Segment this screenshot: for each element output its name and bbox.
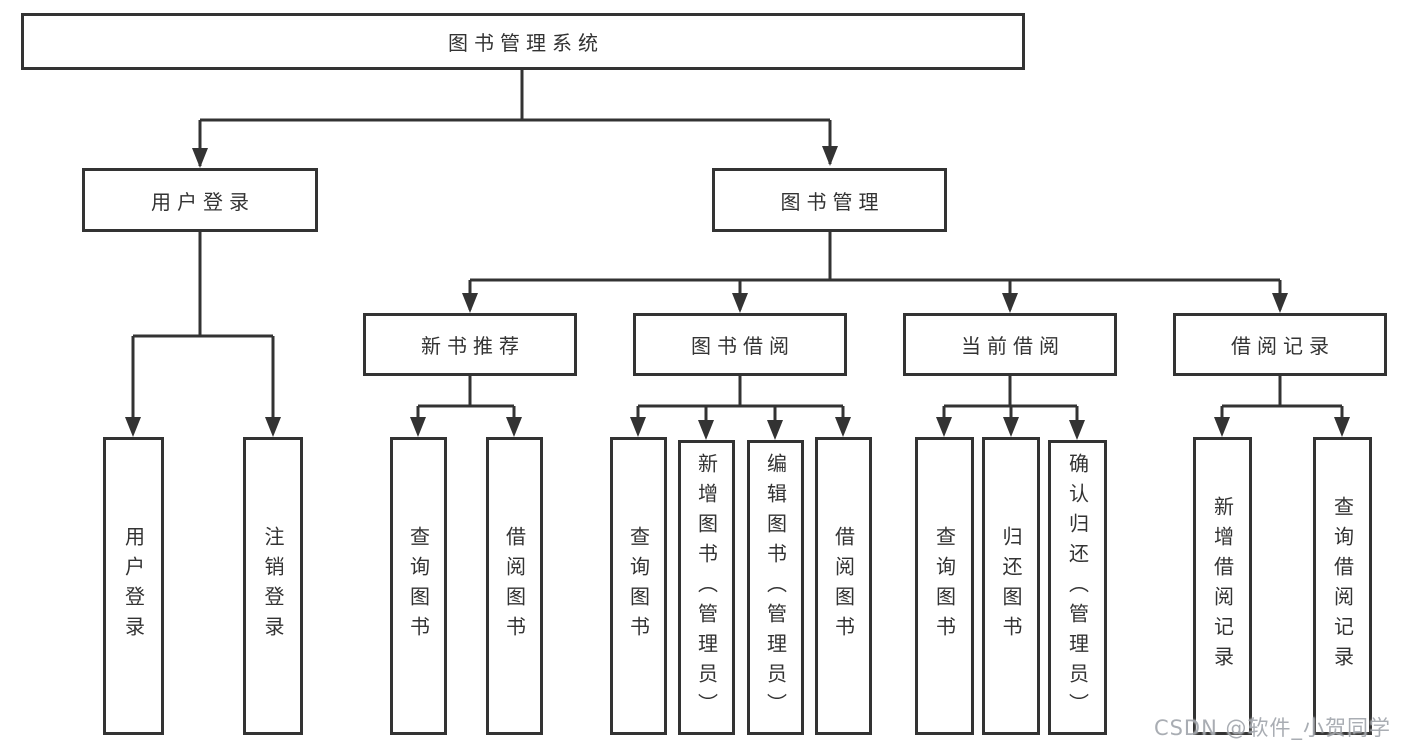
arrowhead-icon [698,420,714,440]
arrowhead-icon [767,420,783,440]
leaf-cb-query-books: 查询图书 [915,437,974,735]
arrowhead-icon [192,148,208,168]
node-label: 查询图书 [932,526,957,646]
leaf-bb-query-books: 查询图书 [610,437,667,735]
node-root: 图书管理系统 [21,13,1025,70]
connector-path [131,70,1344,433]
leaf-cb-return-books: 归还图书 [982,437,1040,735]
node-label: 确认归还（管理员） [1065,452,1090,723]
node-label: 查询图书 [406,526,431,646]
arrowhead-icon [1069,420,1085,440]
arrowhead-icon [1003,417,1019,437]
leaf-br-add-record: 新增借阅记录 [1193,437,1252,735]
node-label: 编辑图书（管理员） [763,452,788,723]
arrowhead-icon [822,146,838,166]
node-user-login-module: 用户登录 [82,168,318,232]
leaf-br-query-record: 查询借阅记录 [1313,437,1372,735]
node-new-book-recommend: 新书推荐 [363,313,577,376]
arrowhead-icon [835,417,851,437]
arrowhead-icon [936,417,952,437]
node-label: 图书借阅 [691,334,795,358]
node-borrowing-records: 借阅记录 [1173,313,1387,376]
node-label: 查询借阅记录 [1330,496,1355,676]
node-book-borrowing: 图书借阅 [633,313,847,376]
arrowhead-icon [462,293,478,313]
arrowhead-icon [506,417,522,437]
node-label: 归还图书 [999,526,1023,646]
node-label: 图书管理 [780,189,885,214]
node-label: 借阅图书 [502,526,527,646]
node-label: 当前借阅 [961,334,1065,358]
node-label: 借阅图书 [831,526,856,646]
node-label: 查询图书 [626,526,651,646]
node-label: 图书管理系统 [448,31,604,55]
arrowhead-icon [1272,293,1288,313]
leaf-bb-borrow-books: 借阅图书 [815,437,872,735]
arrowhead-icon [410,417,426,437]
node-label: 用户登录 [121,526,146,646]
node-label: 用户登录 [151,189,255,214]
leaf-nb-borrow-books: 借阅图书 [486,437,543,735]
arrowhead-icon [1002,293,1018,313]
leaf-bb-add-books: 新增图书（管理员） [678,440,735,735]
leaf-cb-confirm-return: 确认归还（管理员） [1048,440,1107,735]
arrowhead-icon [1214,417,1230,437]
arrowhead-icon [1334,417,1350,437]
arrowhead-icon [125,417,141,437]
arrowhead-icon [265,417,281,437]
node-label: 新书推荐 [421,334,525,358]
node-label: 新增借阅记录 [1210,496,1235,676]
leaf-nb-query-books: 查询图书 [390,437,447,735]
csdn-watermark: CSDN @软件_小贺同学 [1153,716,1391,740]
node-current-borrowing: 当前借阅 [903,313,1117,376]
node-label: 注销登录 [261,526,285,646]
node-book-management: 图书管理 [712,168,947,232]
leaf-bb-edit-books: 编辑图书（管理员） [747,440,804,735]
leaf-user-login: 用户登录 [103,437,164,735]
node-label: 新增图书（管理员） [694,452,719,723]
leaf-logout: 注销登录 [243,437,303,735]
arrowhead-icon [630,417,646,437]
arrowhead-icon [732,293,748,313]
node-label: 借阅记录 [1231,334,1335,358]
